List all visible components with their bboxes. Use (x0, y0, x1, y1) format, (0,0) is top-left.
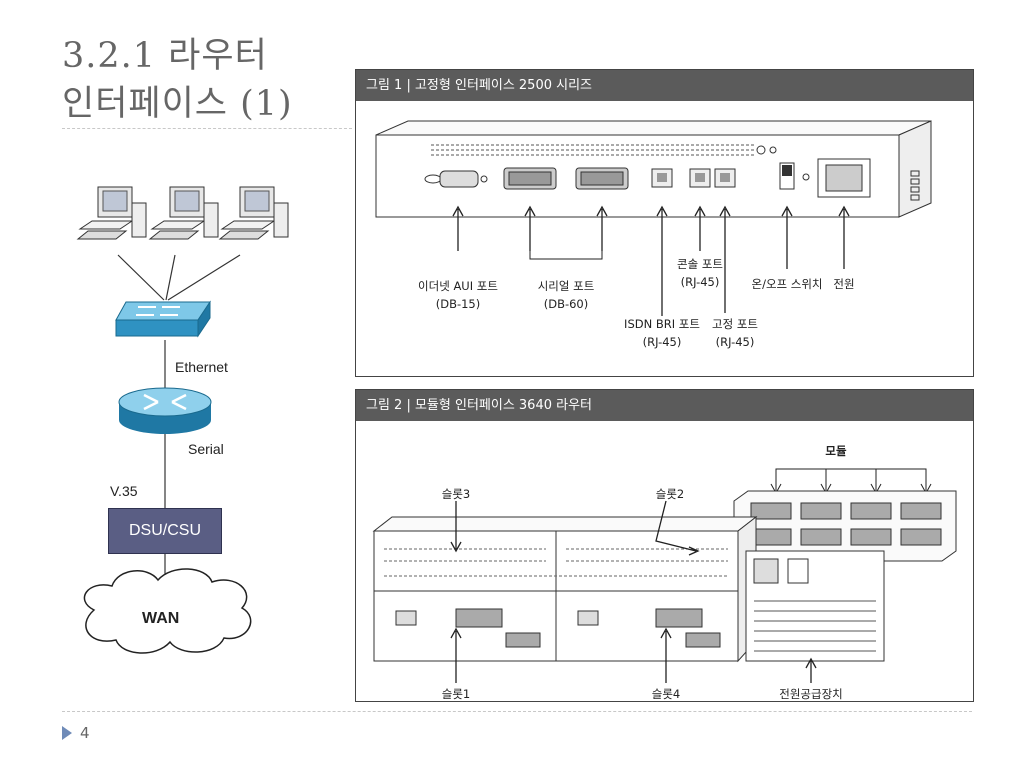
figure-2-title: 그림 2 | 모듈형 인터페이스 3640 라우터 (356, 390, 973, 421)
callout-slot4: 슬롯4 (651, 687, 681, 701)
callout-console: 콘솔 포트 (RJ-45) (677, 257, 723, 289)
pc-icon (148, 186, 219, 240)
router-icon (118, 387, 212, 434)
serial-port-2 (575, 167, 629, 190)
callout-isdn-bri: ISDN BRI 포트 (RJ-45) (624, 317, 700, 349)
network-diagram (76, 186, 289, 654)
callout-fixed-port: 고정 포트 (RJ-45) (712, 317, 758, 349)
pc-icon (218, 186, 289, 240)
v35-label: V.35 (110, 483, 138, 499)
slide-title: 3.2.1 라우터 인터페이스 (1) (62, 36, 293, 124)
page-number: 4 (80, 724, 90, 742)
serial-label: Serial (188, 441, 224, 457)
callout-power-supply: 전원공급장치 (779, 687, 843, 701)
pc-icon (76, 186, 147, 240)
wan-cloud-icon (83, 568, 252, 654)
callout-serial-port: 시리얼 포트 (DB-60) (537, 279, 595, 311)
title-divider (62, 128, 352, 129)
callout-module: 모듈 (825, 444, 847, 458)
callout-slot3: 슬롯3 (441, 487, 471, 501)
router-3640-illustration (372, 468, 957, 683)
aui-port (424, 170, 488, 188)
wan-label: WAN (142, 610, 180, 627)
callout-power: 전원 (833, 277, 855, 291)
callout-onoff-switch: 온/오프 스위치 (751, 277, 823, 291)
page-arrow-icon (62, 726, 72, 740)
figure-1-title: 그림 1 | 고정형 인터페이스 2500 시리즈 (356, 70, 973, 101)
callout-ethernet-aui: 이더넷 AUI 포트 (DB-15) (418, 279, 498, 311)
footer-divider (62, 711, 972, 712)
dsu-csu-box: DSU/CSU (108, 508, 222, 554)
callout-slot2: 슬롯2 (655, 487, 685, 501)
serial-port-1 (503, 167, 557, 190)
figure-1: 그림 1 | 고정형 인터페이스 2500 시리즈 (355, 69, 974, 377)
callout-slot1: 슬롯1 (441, 687, 471, 701)
ethernet-label: Ethernet (175, 359, 228, 375)
figure-2: 그림 2 | 모듈형 인터페이스 3640 라우터 (355, 389, 974, 702)
router-2500-illustration (375, 120, 932, 316)
switch-icon (115, 300, 211, 338)
